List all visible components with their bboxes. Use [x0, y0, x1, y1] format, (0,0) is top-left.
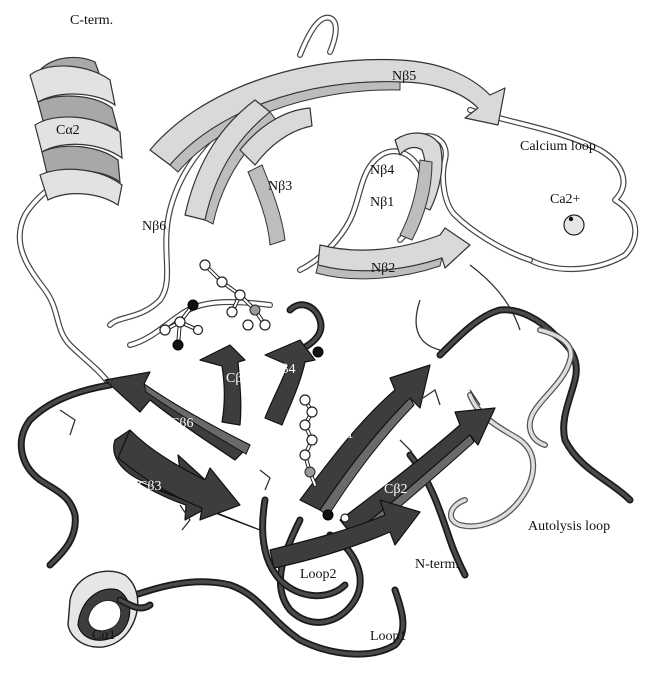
label-n-beta5: Nβ5: [392, 69, 416, 84]
label-c-beta4: Cβ4: [272, 362, 295, 377]
label-ca2plus: Ca2+: [550, 192, 581, 207]
label-c-term: C-term.: [70, 13, 113, 28]
label-loop2: Loop2: [300, 567, 337, 582]
label-n-beta4: Nβ4: [370, 163, 394, 178]
label-c-alpha1: Cα1: [92, 628, 116, 643]
label-n-beta3: Nβ3: [268, 179, 292, 194]
label-loop1: Loop1: [370, 629, 407, 644]
c-domain: [21, 305, 630, 654]
ligand-left: [160, 300, 203, 350]
label-n-beta2: Nβ2: [371, 261, 395, 276]
label-c-beta6: Cβ6: [170, 416, 193, 431]
label-c-beta1: Cβ1: [330, 427, 353, 442]
label-c-beta5: Cβ5: [226, 371, 249, 386]
label-c-alpha2: Cα2: [56, 123, 80, 138]
label-c-beta3: Cβ3: [138, 479, 161, 494]
label-n-beta6: Nβ6: [142, 219, 166, 234]
calcium-ion: [564, 215, 584, 235]
label-n-beta1: Nβ1: [370, 195, 394, 210]
label-n-term: N-term.: [415, 557, 459, 572]
label-autolysis-loop: Autolysis loop: [528, 519, 610, 534]
label-c-beta2: Cβ2: [384, 482, 407, 497]
label-calcium-loop: Calcium loop: [520, 139, 596, 154]
n-beta1-strand: [400, 160, 432, 240]
